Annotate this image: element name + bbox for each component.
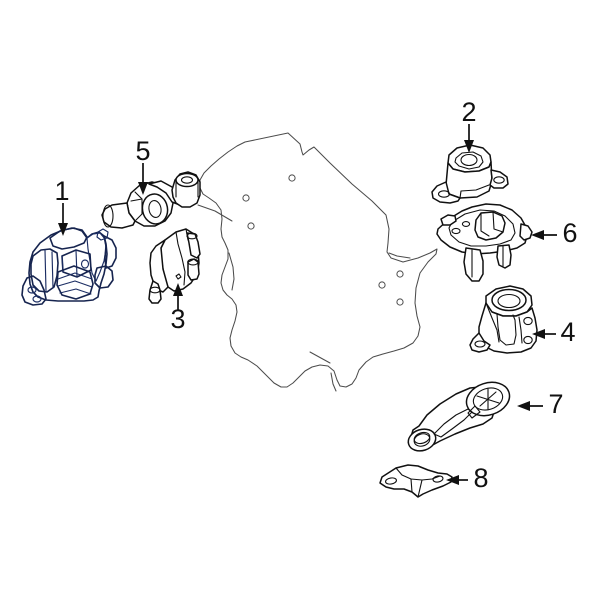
part-3-engine-mount-bracket-lower[interactable] bbox=[148, 228, 201, 304]
callout-label-2[interactable]: 2 bbox=[461, 97, 476, 127]
part-4-engine-mount-bracket-side[interactable] bbox=[469, 285, 538, 354]
callout-label-1[interactable]: 1 bbox=[54, 176, 69, 206]
part-8-mount-stay-bracket[interactable] bbox=[379, 464, 453, 498]
callout-leaders bbox=[58, 124, 557, 485]
callout-label-3[interactable]: 3 bbox=[170, 304, 185, 334]
part-5-engine-mount-damper-roller[interactable] bbox=[101, 171, 201, 229]
part-7-torque-rod-link[interactable] bbox=[405, 377, 513, 454]
part-6-engine-mount-support-bracket[interactable] bbox=[436, 203, 533, 282]
callout-label-8[interactable]: 8 bbox=[473, 463, 488, 493]
transmission-housing-outline bbox=[197, 132, 438, 392]
part-2-engine-mount-insulator-upper[interactable] bbox=[431, 144, 509, 204]
housing-bolt-holes bbox=[242, 174, 404, 306]
callout-labels: 1 2 3 4 5 6 7 8 bbox=[54, 97, 577, 493]
callout-label-4[interactable]: 4 bbox=[560, 317, 575, 347]
callout-label-7[interactable]: 7 bbox=[548, 389, 563, 419]
callout-label-6[interactable]: 6 bbox=[562, 218, 577, 248]
callout-label-5[interactable]: 5 bbox=[135, 136, 150, 166]
part-1-engine-mount-insulator-front[interactable] bbox=[21, 227, 117, 306]
